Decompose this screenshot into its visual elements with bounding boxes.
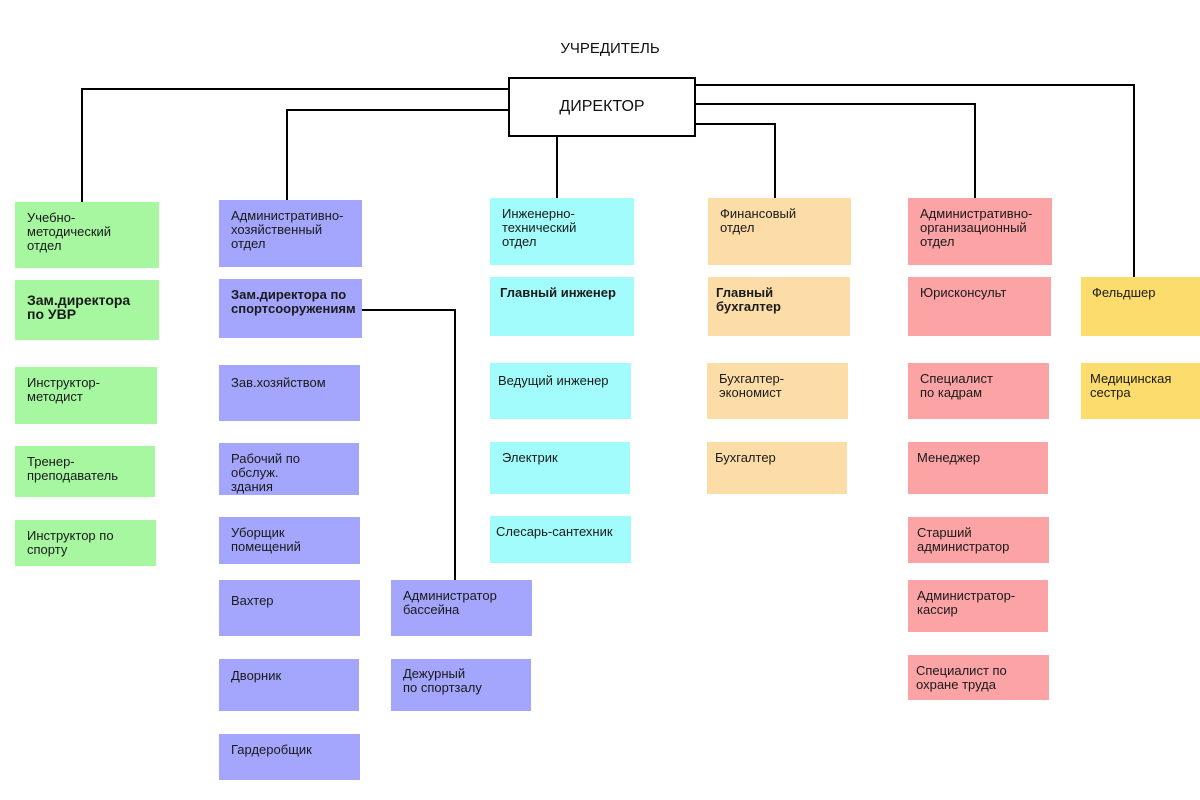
medical-staff-1[interactable]: Фельдшер [1081,277,1200,336]
finance-chief[interactable]: Главный бухгалтер [708,277,850,336]
admin-econ-staff-6[interactable]: Гардеробщик [219,734,360,780]
director-box[interactable]: ДИРЕКТОР [508,77,696,137]
admin-econ-staff-4[interactable]: Вахтер [219,580,360,636]
engineering-staff-1[interactable]: Ведущий инженер [490,363,631,419]
line-to-medical [696,84,1135,277]
admin-org-dept-head[interactable]: Административно- организационный отдел [908,198,1052,265]
methodical-staff-3[interactable]: Инструктор по спорту [15,520,156,566]
finance-staff-1[interactable]: Бухгалтер- экономист [707,363,848,419]
line-to-finance [696,123,776,198]
admin-econ-staff-5[interactable]: Дворник [219,659,359,711]
engineering-staff-3[interactable]: Слесарь-сантехник [490,516,631,563]
admin-econ-sub-staff-2[interactable]: Дежурный по спортзалу [391,659,531,711]
medical-staff-2[interactable]: Медицинская сестра [1081,363,1200,419]
methodical-deputy[interactable]: Зам.директора по УВР [15,280,159,340]
admin-org-staff-6[interactable]: Специалист по охране труда [908,655,1049,700]
methodical-dept-head[interactable]: Учебно- методический отдел [15,202,159,268]
admin-org-staff-5[interactable]: Администратор- кассир [908,580,1048,632]
engineering-dept-head[interactable]: Инженерно- технический отдел [490,198,634,265]
engineering-chief[interactable]: Главный инженер [490,277,634,336]
founder-label: УЧРЕДИТЕЛЬ [560,40,660,57]
admin-org-staff-3[interactable]: Менеджер [908,442,1048,494]
admin-econ-staff-3[interactable]: Уборщик помещений [219,517,360,564]
finance-staff-2[interactable]: Бухгалтер [707,442,847,494]
admin-org-staff-2[interactable]: Специалист по кадрам [908,363,1049,419]
line-to-pool-admin [362,309,456,580]
line-to-admin-org [696,103,976,198]
line-to-admin-econ [286,109,508,200]
engineering-staff-2[interactable]: Электрик [490,442,630,494]
admin-econ-staff-1[interactable]: Зав.хозяйством [219,365,360,421]
finance-dept-head[interactable]: Финансовый отдел [708,198,851,265]
line-to-methodical [81,88,508,202]
admin-econ-deputy[interactable]: Зам.директора по спортсооружениям [219,279,362,338]
methodical-staff-1[interactable]: Инструктор- методист [15,367,157,424]
admin-org-staff-4[interactable]: Старший администратор [908,517,1049,563]
methodical-staff-2[interactable]: Тренер- преподаватель [15,446,155,497]
admin-econ-staff-2[interactable]: Рабочий по обслуж. здания [219,443,359,495]
admin-econ-sub-staff-1[interactable]: Администратор бассейна [391,580,532,636]
admin-econ-dept-head[interactable]: Административно- хозяйственный отдел [219,200,362,267]
admin-org-staff-1[interactable]: Юрисконсульт [908,277,1051,336]
